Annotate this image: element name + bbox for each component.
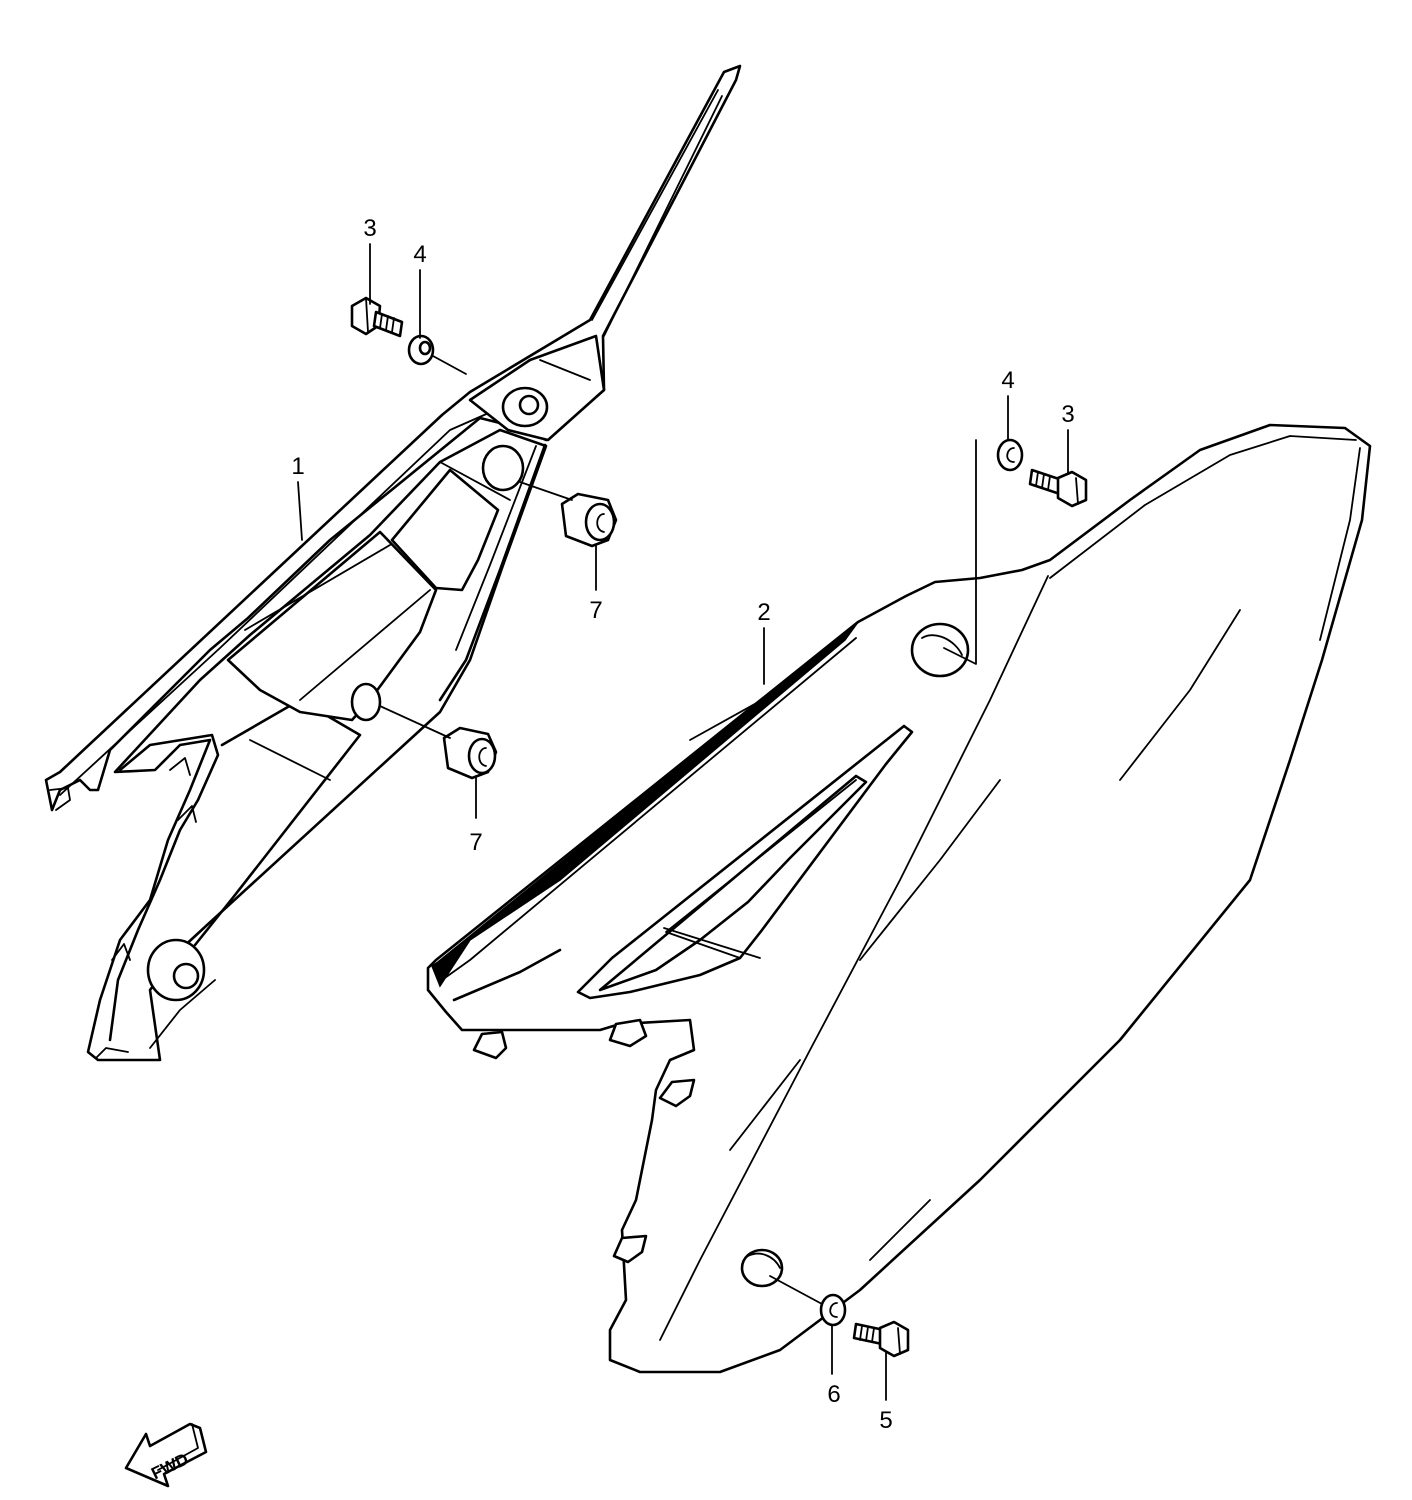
bushing-lower-leader xyxy=(379,705,451,739)
washer-lower-leader xyxy=(769,1275,823,1305)
frame-cover-left xyxy=(44,64,742,1062)
callout-5: 5 xyxy=(879,1407,892,1434)
bolt-left xyxy=(350,296,404,338)
bushing-upper xyxy=(560,492,618,548)
callout-1: 1 xyxy=(291,453,304,480)
callout-4-left: 4 xyxy=(413,241,426,268)
callout-6: 6 xyxy=(827,1381,840,1408)
bolt-lower xyxy=(852,1320,910,1358)
bolt-right xyxy=(1028,468,1088,508)
bushing-upper-leader xyxy=(519,481,573,501)
callout-2: 2 xyxy=(757,599,770,626)
fwd-direction-arrow: FWD xyxy=(124,1422,208,1488)
washer-left-leader xyxy=(432,355,467,375)
callout-3-right: 3 xyxy=(1061,401,1074,428)
callout-7-upper: 7 xyxy=(589,597,602,624)
part1-leader xyxy=(297,481,303,541)
washer-lower xyxy=(819,1293,847,1327)
bushing-lower xyxy=(442,726,498,780)
callout-4-right: 4 xyxy=(1001,367,1014,394)
callout-3-left: 3 xyxy=(363,215,376,242)
side-cover-right xyxy=(426,423,1372,1374)
callout-7-lower: 7 xyxy=(469,829,482,856)
washer-left xyxy=(407,334,435,366)
washer-right xyxy=(996,438,1024,472)
right-upper-leader xyxy=(943,439,977,665)
